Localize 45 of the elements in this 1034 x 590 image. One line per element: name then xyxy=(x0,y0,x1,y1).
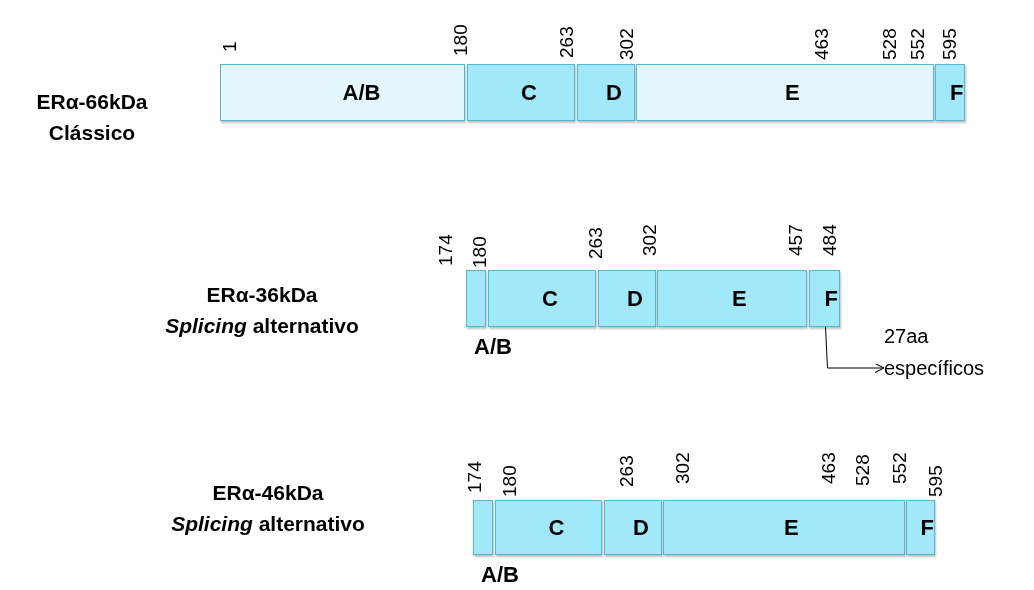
leader-arrow xyxy=(825,326,885,374)
residue-number: 263 xyxy=(616,455,638,487)
residue-number: 302 xyxy=(616,28,638,60)
residue-number: 552 xyxy=(907,28,929,60)
residue-number: 263 xyxy=(585,227,607,259)
domain-label: F xyxy=(920,515,934,540)
domain-label: A/B xyxy=(481,563,519,587)
domain-label: E xyxy=(785,80,800,105)
domain-label: A/B xyxy=(474,335,512,359)
isoform-name: ERα-66kDa xyxy=(36,90,148,114)
domain-label: E xyxy=(784,515,799,540)
domain-label: D xyxy=(606,80,622,105)
domain-label: F xyxy=(950,80,964,105)
residue-number: 263 xyxy=(556,26,578,58)
domain-label: C xyxy=(521,80,537,105)
domain-label: F xyxy=(824,286,838,311)
residue-number: 595 xyxy=(925,465,947,497)
domain-label: D xyxy=(627,286,643,311)
residue-number: 457 xyxy=(785,224,807,256)
residue-number: 595 xyxy=(939,28,961,60)
residue-number: 528 xyxy=(879,28,901,60)
annotation-text: 27aa específicos xyxy=(884,324,986,381)
domain-label: C xyxy=(542,286,558,311)
residue-number: 174 xyxy=(435,234,457,266)
residue-number: 463 xyxy=(811,28,833,60)
isoform-name: Clássico xyxy=(48,121,136,145)
residue-number: 463 xyxy=(818,452,840,484)
domain-label: C xyxy=(548,515,565,540)
domain-label: D xyxy=(633,515,649,540)
residue-number: 484 xyxy=(819,224,841,256)
isoform-name: ERα-36kDa xyxy=(206,283,318,307)
residue-number: 302 xyxy=(639,224,661,256)
domain-label: A/B xyxy=(342,80,381,105)
domain-label: E xyxy=(732,286,747,311)
isoform-name: Splicing alternativo xyxy=(171,512,365,536)
residue-number: 180 xyxy=(499,465,521,497)
residue-number: 180 xyxy=(450,24,472,56)
residue-number: 180 xyxy=(469,236,491,268)
residue-number: 302 xyxy=(672,452,694,484)
residue-number: 528 xyxy=(852,454,874,486)
residue-number: 552 xyxy=(889,452,911,484)
isoform-name: ERα-46kDa xyxy=(212,481,324,505)
residue-number: 174 xyxy=(464,461,486,493)
residue-number: 1 xyxy=(219,41,241,52)
isoform-name: Splicing alternativo xyxy=(165,314,359,338)
